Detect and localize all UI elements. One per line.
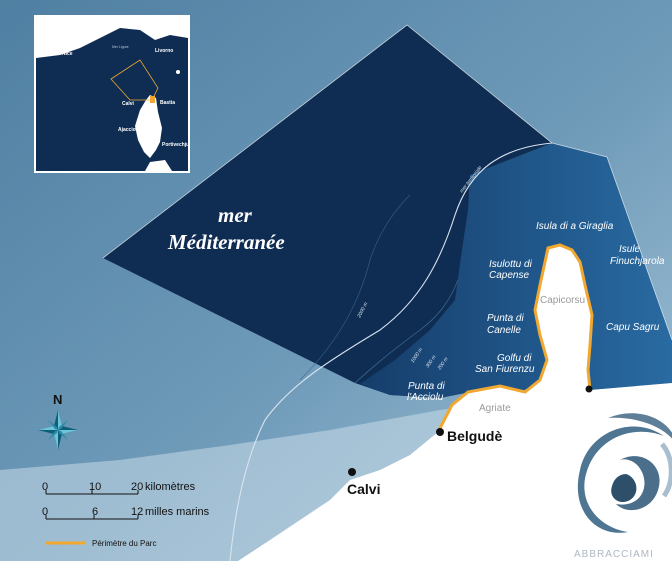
scale-nm-tick-0: 0	[42, 506, 48, 518]
capu-sagru-marker	[585, 385, 593, 393]
label-punta-canelle-2: Canelle	[487, 325, 521, 336]
inset-label-ajaccio: Ajaccio	[118, 127, 136, 133]
inset-label-portivechju: Portivechju	[162, 142, 189, 148]
inset-label-genova: Genova	[121, 20, 140, 26]
continental-shelf	[360, 143, 672, 398]
territorial-sea-line	[229, 142, 553, 561]
label-isulottu-1: Isulottu di	[489, 259, 533, 270]
label-isula-giraglia: Isula di a Giraglia	[536, 221, 614, 232]
legend-perimeter-label: Périmètre du Parc	[92, 539, 156, 548]
label-agriate: Agriate	[479, 403, 511, 414]
sea-name-line1: mer	[218, 203, 253, 227]
scale-nm-unit: milles marins	[145, 506, 210, 518]
logo-panel: ABBRACCIAMI	[545, 395, 672, 561]
inset-label-nice: Nice	[62, 51, 73, 57]
inset-label-bastia: Bastia	[160, 100, 175, 106]
scale-km-unit: kilomètres	[145, 481, 196, 493]
logo-text: ABBRACCIAMI	[574, 549, 654, 560]
compass-north-label: N	[53, 392, 62, 407]
scale-bars: 0 10 20 kilomètres 0 6 12 milles marins	[42, 481, 210, 520]
inset-label-livorno: Livorno	[155, 48, 173, 54]
legend: Périmètre du Parc	[46, 539, 156, 548]
label-isule-1: Isule	[619, 244, 641, 255]
inset-label-calvi: Calvi	[122, 101, 135, 107]
inset-label-mer-ligure: Mer Ligure	[112, 45, 129, 49]
town-belgude: Belgudè	[447, 428, 502, 444]
label-capu-sagru: Capu Sagru	[606, 322, 660, 333]
sea-name-line2: Méditerranée	[167, 230, 285, 254]
depth-contour-1000	[354, 279, 459, 384]
logo-mark	[577, 413, 672, 533]
belgude-marker	[436, 428, 444, 436]
park-perimeter-coast	[436, 243, 594, 433]
depth-contour-2000	[299, 194, 411, 381]
label-golfu-2: San Fiurenzu	[475, 364, 535, 375]
label-punta-canelle-1: Punta di	[487, 313, 524, 324]
scale-km-tick-20: 20	[131, 481, 143, 493]
label-punta-acciolu-2: l'Acciolu	[407, 392, 444, 403]
label-punta-acciolu-1: Punta di	[408, 381, 445, 392]
label-golfu-1: Golfu di	[497, 353, 532, 364]
scale-km-tick-0: 0	[42, 481, 48, 493]
scale-nm-tick-6: 6	[92, 506, 98, 518]
scale-nm-tick-12: 12	[131, 506, 143, 518]
town-calvi: Calvi	[347, 481, 380, 497]
label-isulottu-2: Capense	[489, 270, 529, 281]
compass-rose: N	[38, 392, 78, 450]
label-isule-2: Finuchjarola	[610, 256, 665, 267]
inset-map: Genova Nice Livorno Mer Ligure Calvi Bas…	[34, 15, 190, 173]
label-capicorsu: Capicorsu	[540, 295, 585, 306]
scale-km-tick-10: 10	[89, 481, 101, 493]
calvi-marker	[348, 468, 356, 476]
